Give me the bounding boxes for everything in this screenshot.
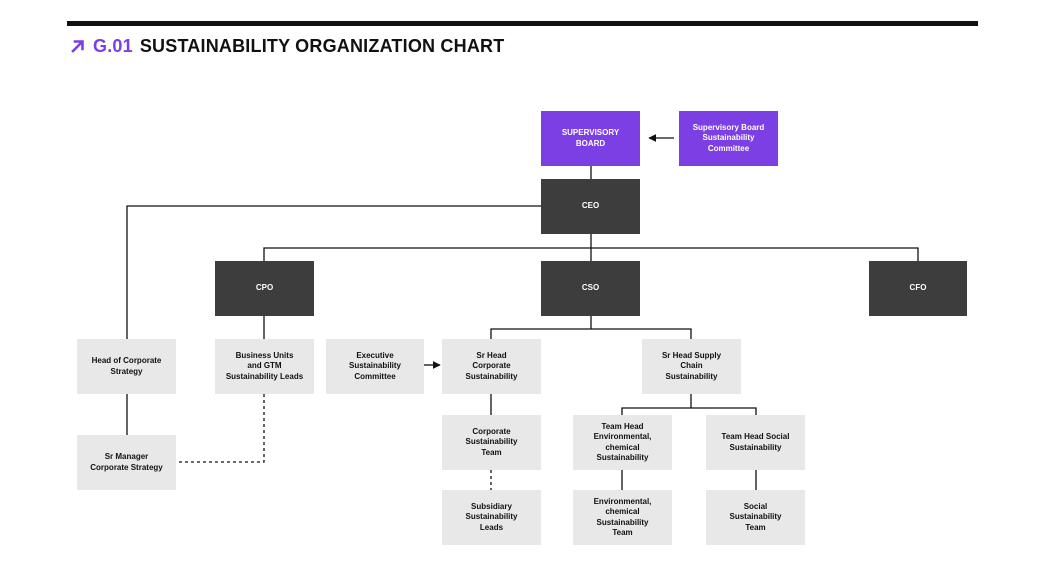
chart-code: G.01 — [93, 35, 133, 56]
connector-cso-bus — [490, 316, 692, 339]
top-rule — [67, 21, 978, 26]
node-sr-head-supply-chain: Sr Head Supply Chain Sustainability — [642, 339, 741, 394]
node-cpo: CPO — [215, 261, 314, 316]
connector-ceo-bus — [263, 234, 919, 261]
dotted-bu-manager — [177, 394, 265, 463]
node-social-team: Social Sustainability Team — [706, 490, 805, 545]
node-supervisory-board-committee: Supervisory Board Sustainability Committ… — [679, 111, 778, 166]
node-cso: CSO — [541, 261, 640, 316]
node-sr-manager-strategy: Sr Manager Corporate Strategy — [77, 435, 176, 490]
chart-title: SUSTAINABILITY ORGANIZATION CHART — [139, 35, 505, 56]
node-executive-committee: Executive Sustainability Committee — [326, 339, 424, 394]
connector-supply-bus — [621, 394, 757, 415]
node-team-head-social: Team Head Social Sustainability — [706, 415, 805, 470]
node-cfo: CFO — [869, 261, 967, 316]
node-environmental-team: Environmental, chemical Sustainability T… — [573, 490, 672, 545]
node-ceo: CEO — [541, 179, 640, 234]
arrow-up-right-icon — [71, 40, 84, 53]
node-head-corporate-strategy: Head of Corporate Strategy — [77, 339, 176, 394]
node-subsidiary-leads: Subsidiary Sustainability Leads — [442, 490, 541, 545]
page-title: G.01 SUSTAINABILITY ORGANIZATION CHART — [70, 35, 504, 57]
node-bu-gtm-leads: Business Units and GTM Sustainability Le… — [215, 339, 314, 394]
connector-ceo-strategy — [126, 205, 541, 339]
node-team-head-environmental: Team Head Environmental, chemical Sustai… — [573, 415, 672, 470]
node-supervisory-board: SUPERVISORY BOARD — [541, 111, 640, 166]
node-corporate-team: Corporate Sustainability Team — [442, 415, 541, 470]
node-sr-head-corporate: Sr Head Corporate Sustainability — [442, 339, 541, 394]
